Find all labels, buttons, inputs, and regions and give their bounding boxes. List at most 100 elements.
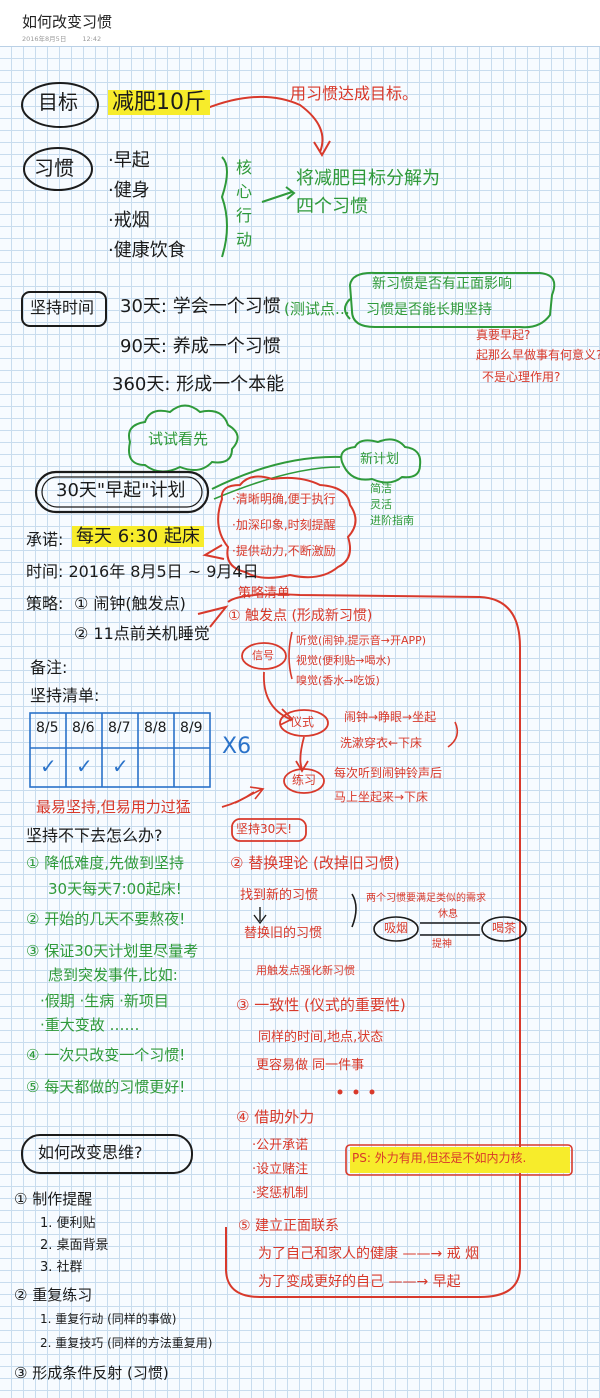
strategy-item1: ① 触发点 (形成新习惯): [228, 608, 373, 624]
tip-7: ④ 一次只改变一个习惯!: [26, 1046, 186, 1064]
ritual-box-text: 仪式: [290, 715, 315, 729]
plan-title: 30天"早起"计划: [56, 480, 186, 501]
strategy-item5: ⑤ 建立正面联系: [238, 1218, 340, 1234]
outside-2: ·奖惩机制: [252, 1186, 309, 1201]
core-arrow: [261, 186, 296, 203]
strategy-pointer: [197, 605, 229, 628]
time-label: 时间: 2016年 8月5日 ~ 9月4日: [26, 562, 259, 581]
outside-1: ·设立赌注: [252, 1162, 309, 1177]
drink-text: 喝茶: [492, 921, 517, 935]
replace-brace: [351, 893, 357, 928]
replace-line-1: 替换旧的习惯: [244, 926, 323, 941]
test-label: (测试点…: [284, 300, 350, 318]
reasons-pointer: [202, 544, 225, 560]
check-1[interactable]: ✓: [76, 754, 93, 778]
mindset-item-0: ① 制作提醒: [14, 1190, 93, 1208]
smoke-ring: [373, 916, 419, 942]
date-3: 8/8: [144, 720, 167, 736]
ritual-chain2: 洗漱穿衣←下床: [340, 736, 423, 750]
mindset-item-2: 2. 桌面背景: [40, 1238, 109, 1253]
ps-text: PS: 外力有用,但还是不如内力核.: [352, 1151, 527, 1165]
ps-box: [345, 1144, 573, 1176]
sketch-strokes: [21, 82, 573, 1298]
mindset-capsule: [21, 1134, 193, 1174]
reason-1: ·加深印象,时刻提醒: [232, 518, 336, 532]
mindset-item-7: ③ 形成条件反射 (习惯): [14, 1364, 169, 1382]
reasons-cloud: [217, 475, 357, 579]
red-question-0: 真要早起?: [476, 328, 531, 342]
mindset-title: 如何改变思维?: [38, 1143, 143, 1162]
replace-note: 两个习惯要满足类似的需求: [366, 893, 486, 904]
note-time: 12:42: [82, 35, 102, 43]
mindset-item-3: 3. 社群: [40, 1260, 83, 1275]
positive-1: 为了变成更好的自己 ——→ 早起: [258, 1274, 461, 1290]
strategy-label: 策略:: [26, 594, 64, 613]
strategy-frame: [224, 593, 521, 1298]
core-char-2: 行: [236, 206, 253, 225]
promise-value: 每天 6:30 起床: [72, 526, 204, 547]
ritual-hook: [447, 721, 459, 748]
backup-label: 备注:: [30, 658, 68, 677]
red-question-2: 不是心理作用?: [482, 370, 561, 384]
trigger-ring: [241, 642, 287, 670]
checklist-frame: [29, 712, 211, 788]
persist30-box: [231, 818, 307, 842]
refresh-text: 提神: [432, 939, 452, 950]
newplan-list-0: 简洁: [370, 482, 392, 495]
tip-5: ·假期 ·生病 ·新项目: [40, 992, 169, 1010]
newplan-list-2: 进阶指南: [370, 514, 414, 527]
x-count: X6: [222, 734, 252, 759]
trigger-down-arrow: [263, 671, 294, 726]
strategy-item3: ③ 一致性 (仪式的重要性): [236, 996, 406, 1014]
tip-4: 虑到突发事件,比如:: [48, 966, 178, 984]
promise-label: 承诺:: [26, 530, 64, 549]
goal-label: 目标: [38, 90, 78, 114]
habits-label: 习惯: [34, 156, 74, 180]
note-meta: 2016年8月5日 12:42: [22, 33, 115, 43]
positive-0: 为了自己和家人的健康 ——→ 戒 烟: [258, 1246, 480, 1262]
smoke-text: 吸烟: [384, 921, 409, 935]
persist-label: 坚持时间: [30, 298, 95, 317]
newplan-cloud: [340, 438, 422, 484]
tip-0: ① 降低难度,先做到坚持: [26, 854, 184, 872]
test-note-0: 新习惯是否有正面影响: [372, 276, 512, 292]
test-note-1: 习惯是否能长期坚持: [366, 302, 492, 318]
note-title[interactable]: 如何改变习惯: [22, 13, 113, 31]
habit-item-3: ·健康饮食: [108, 240, 186, 261]
sense-brace: [288, 631, 293, 680]
goal-side-note: 用习惯达成目标。: [290, 84, 419, 103]
replace-down-arrow: [253, 907, 267, 925]
practice-ring: [283, 768, 325, 794]
core-char-1: 心: [236, 182, 253, 201]
habit-item-2: ·戒烟: [108, 210, 150, 231]
practice-box-text: 练习: [292, 773, 317, 787]
sketch-canvas[interactable]: 目标 减肥10斤 用习惯达成目标。 习惯 ·早起 ·健身 ·戒烟 ·健康饮食 核…: [0, 46, 600, 1398]
consistency-0: 同样的时间,地点,状态: [258, 1030, 384, 1045]
habits-bubble: [23, 147, 93, 191]
outside-0: ·公开承诺: [252, 1138, 309, 1153]
persist-box: [21, 291, 107, 327]
check-0[interactable]: ✓: [40, 754, 57, 778]
red-question-1: 起那么早做事有何意义?: [476, 348, 600, 362]
fade-text: 用触发点强化新习惯: [256, 964, 355, 977]
ritual-down-arrow: [295, 736, 309, 773]
plan-capsule: [34, 470, 210, 514]
note-date: 2016年8月5日: [22, 35, 67, 43]
strategy-list-title: 策略清单: [238, 586, 291, 601]
check-2[interactable]: ✓: [112, 754, 129, 778]
newplan-arrow2: [213, 466, 341, 500]
strategy-item2: ② 替换理论 (改掉旧习惯): [230, 854, 400, 872]
reason-0: ·清晰明确,便于执行: [232, 492, 336, 506]
ps-highlight: [350, 1147, 570, 1173]
habit-item-0: ·早起: [108, 150, 150, 171]
tip-8: ⑤ 每天都做的习惯更好!: [26, 1078, 186, 1096]
date-1: 8/6: [72, 720, 95, 736]
mindset-item-4: ② 重复练习: [14, 1286, 93, 1304]
sense-1: 视觉(便利贴→喝水): [296, 654, 391, 667]
tip-6: ·重大变故 ……: [40, 1016, 140, 1034]
core-char-0: 核: [236, 158, 253, 177]
hardest-title: 最易坚持,但易用力过猛: [36, 798, 191, 816]
persist-row-0: 30天: 学会一个习惯: [120, 296, 281, 317]
strategy-0: ① 闹钟(触发点): [74, 594, 186, 613]
mindset-item-6: 2. 重复技巧 (同样的方法重复用): [40, 1336, 213, 1350]
